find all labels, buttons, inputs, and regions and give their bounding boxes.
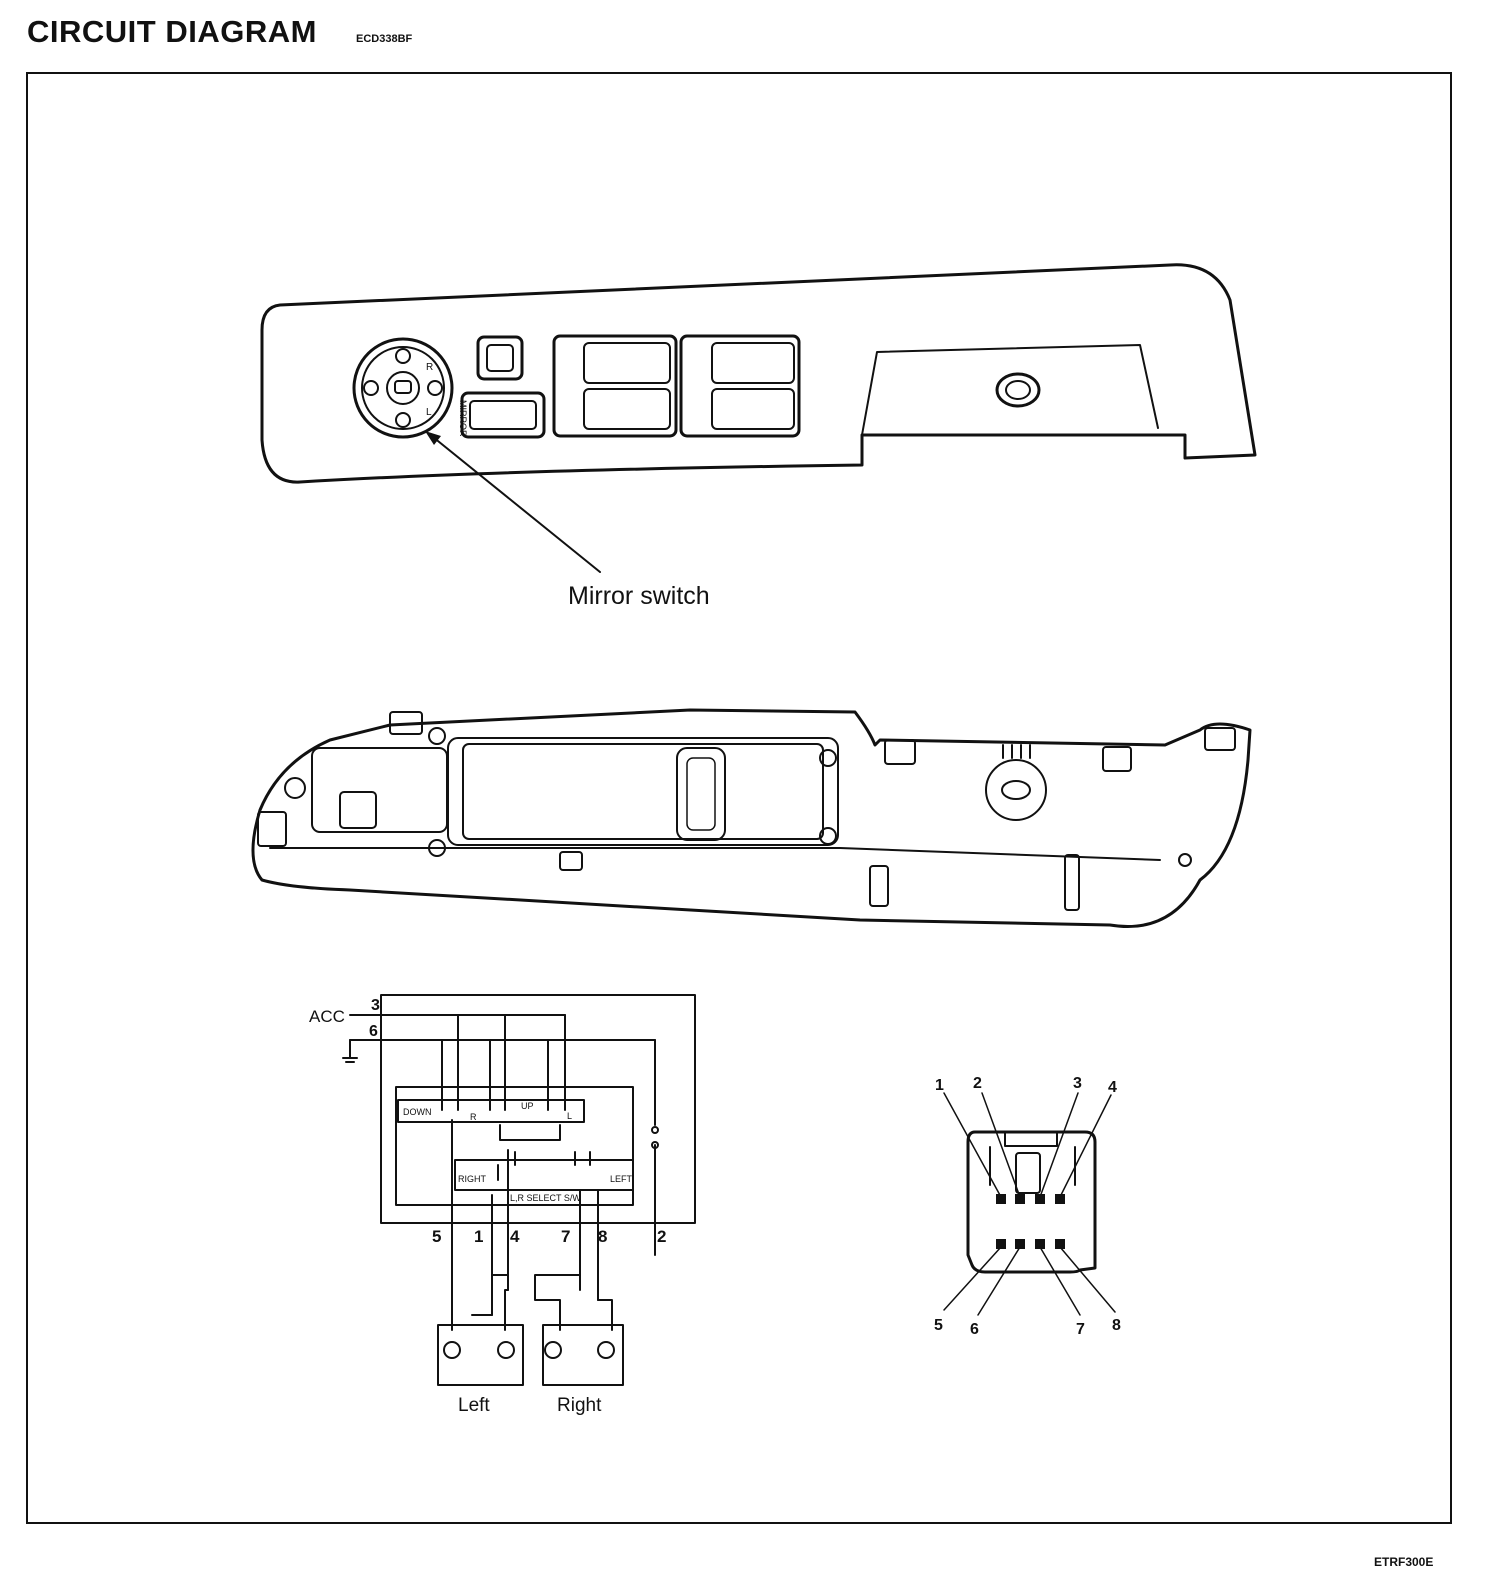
connector-pins bbox=[996, 1194, 1065, 1249]
mirror-switch-knob bbox=[352, 337, 454, 439]
knob-letter-r: R bbox=[426, 362, 433, 373]
label-right: RIGHT bbox=[458, 1174, 487, 1184]
pin-label-6: 6 bbox=[369, 1023, 378, 1040]
label-down: DOWN bbox=[403, 1107, 432, 1117]
label-lr-select: L,R SELECT S/W bbox=[510, 1193, 581, 1203]
motor-right bbox=[542, 1324, 624, 1386]
connector-label-7: 7 bbox=[1076, 1321, 1085, 1338]
label-left: LEFT bbox=[610, 1174, 633, 1184]
pin-label-8: 8 bbox=[598, 1227, 607, 1246]
connector-label-4: 4 bbox=[1108, 1079, 1117, 1096]
connector-label-5: 5 bbox=[934, 1317, 943, 1334]
lock-button bbox=[995, 372, 1041, 408]
connector-label-3: 3 bbox=[1073, 1075, 1082, 1092]
label-up: UP bbox=[521, 1101, 534, 1111]
diagram-frame bbox=[26, 72, 1452, 1524]
page-title: CIRCUIT DIAGRAM bbox=[27, 14, 317, 49]
connector-label-2: 2 bbox=[973, 1075, 982, 1092]
connector-label-1: 1 bbox=[935, 1077, 944, 1094]
switch-panel-bottom-view bbox=[251, 708, 1252, 928]
figure-code: ETRF300E bbox=[1374, 1555, 1434, 1569]
connector-face-view bbox=[966, 1130, 1097, 1274]
mirror-switch-arrow bbox=[425, 431, 601, 573]
pin-label-2: 2 bbox=[657, 1227, 666, 1246]
section-code: ECD338BF bbox=[356, 33, 413, 45]
switch-panel-top-view: R L MIRROR bbox=[260, 263, 1257, 484]
motor-left bbox=[437, 1324, 524, 1386]
label-r: R bbox=[470, 1112, 477, 1122]
pin-label-4: 4 bbox=[510, 1227, 520, 1246]
knob-letter-l: L bbox=[426, 407, 432, 418]
connector-label-6: 6 bbox=[970, 1321, 979, 1338]
motor-label-right: Right bbox=[557, 1395, 602, 1416]
pin-label-3: 3 bbox=[371, 997, 380, 1014]
label-acc: ACC bbox=[309, 1007, 345, 1026]
callout-mirror-switch: Mirror switch bbox=[568, 582, 710, 610]
label-l: L bbox=[567, 1111, 572, 1121]
connector-leader-lines bbox=[943, 1092, 1116, 1316]
mirror-switch-schematic bbox=[342, 994, 696, 1331]
motor-label-left: Left bbox=[458, 1395, 490, 1416]
pin-label-1: 1 bbox=[474, 1227, 483, 1246]
window-switches bbox=[552, 334, 801, 438]
pin-label-7: 7 bbox=[561, 1227, 570, 1246]
lock-switch-buttons bbox=[460, 335, 546, 439]
connector-label-8: 8 bbox=[1112, 1317, 1121, 1334]
pin-label-5: 5 bbox=[432, 1227, 441, 1246]
